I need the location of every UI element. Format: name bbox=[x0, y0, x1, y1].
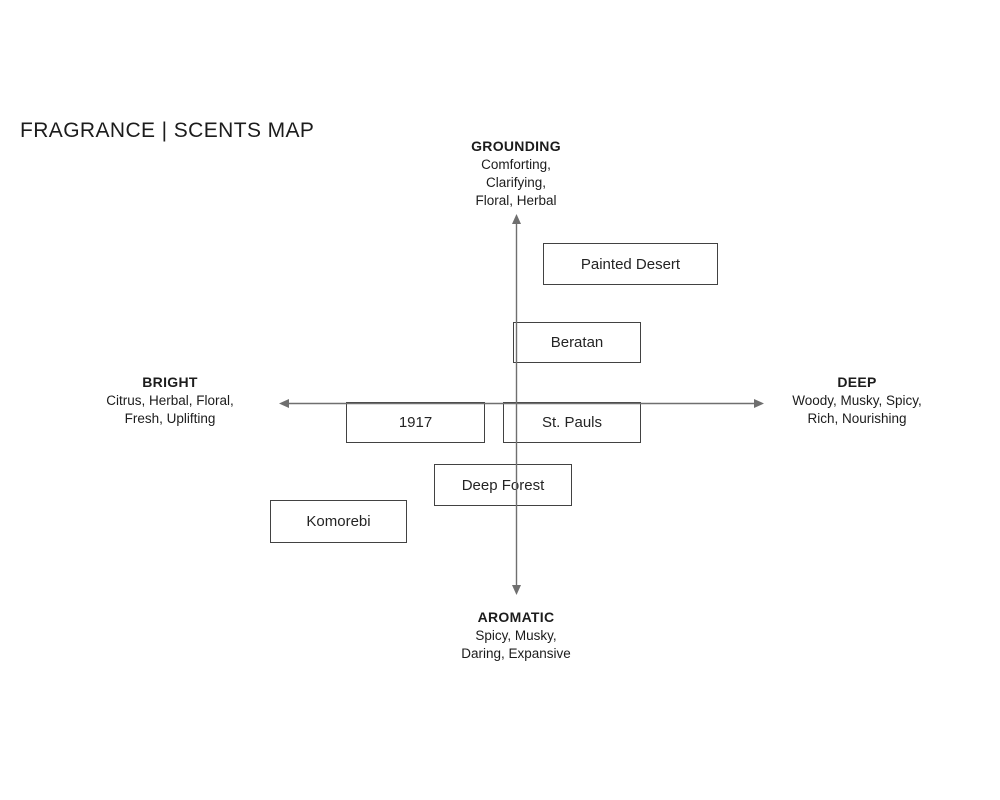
scent-label: Komorebi bbox=[306, 513, 371, 530]
axis-label-grounding: GROUNDING Comforting, Clarifying, Floral… bbox=[396, 138, 636, 210]
scent-box-1917: 1917 bbox=[346, 402, 485, 443]
arrowhead-down-icon bbox=[512, 585, 521, 595]
scent-label: 1917 bbox=[398, 414, 433, 431]
scent-box-beratan: Beratan bbox=[513, 322, 641, 363]
scent-label: St. Pauls bbox=[541, 414, 603, 431]
scent-box-komorebi: Komorebi bbox=[270, 500, 407, 543]
scent-label: Deep Forest bbox=[461, 476, 545, 494]
axis-label-deep: DEEP Woody, Musky, Spicy, Rich, Nourishi… bbox=[737, 374, 977, 428]
axis-desc-deep: Woody, Musky, Spicy, Rich, Nourishing bbox=[792, 393, 922, 426]
scent-box-deep-forest: Deep Forest bbox=[434, 464, 572, 506]
axis-desc-aromatic: Spicy, Musky, Daring, Expansive bbox=[461, 628, 571, 661]
axis-label-bright: BRIGHT Citrus, Herbal, Floral, Fresh, Up… bbox=[50, 374, 290, 428]
axis-title-grounding: GROUNDING bbox=[471, 138, 561, 154]
axis-title-aromatic: AROMATIC bbox=[477, 609, 555, 625]
axis-label-aromatic: AROMATIC Spicy, Musky, Daring, Expansive bbox=[396, 609, 636, 663]
page-title: FRAGRANCE | SCENTS MAP bbox=[20, 119, 315, 142]
axis-title-bright: BRIGHT bbox=[142, 374, 198, 390]
axis-desc-grounding: Comforting, Clarifying, Floral, Herbal bbox=[475, 157, 557, 208]
axis-title-deep: DEEP bbox=[837, 374, 877, 390]
scent-box-painted-desert: Painted Desert bbox=[543, 243, 718, 285]
scent-label: Painted Desert bbox=[580, 255, 681, 273]
axis-desc-bright: Citrus, Herbal, Floral, Fresh, Uplifting bbox=[106, 393, 234, 426]
arrowhead-up-icon bbox=[512, 214, 521, 224]
scent-box-st-pauls: St. Pauls bbox=[503, 402, 641, 443]
scent-label: Beratan bbox=[550, 334, 604, 351]
